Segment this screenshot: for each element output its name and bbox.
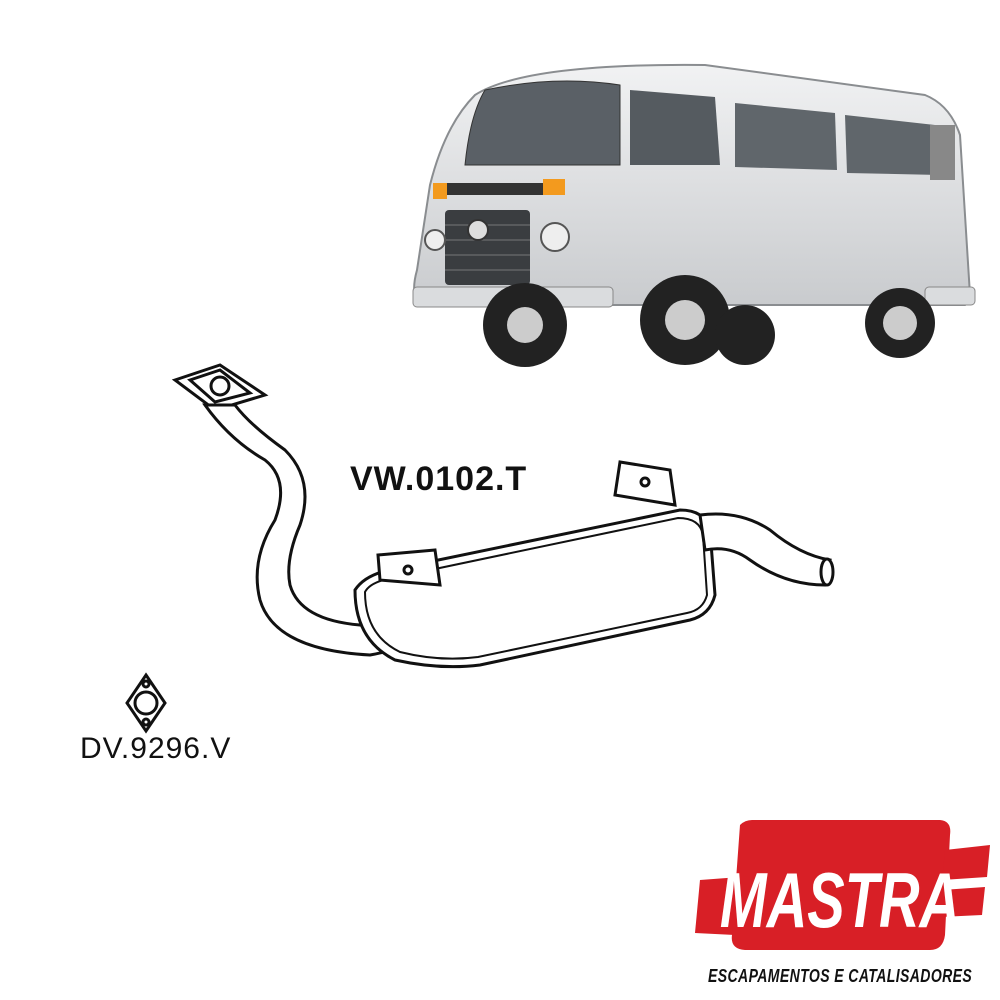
exhaust-muffler-diagram (171, 363, 835, 669)
logo-wordmark: MASTRA (720, 857, 960, 944)
logo-tagline: ESCAPAMENTOS E CATALISADORES (708, 966, 973, 986)
mastra-logo: MASTRA (695, 820, 990, 950)
gasket-code-label: DV.9296.V (80, 732, 232, 765)
gasket-diagram (125, 672, 167, 734)
part-code-label: VW.0102.T (350, 460, 528, 498)
van-image (412, 63, 976, 367)
